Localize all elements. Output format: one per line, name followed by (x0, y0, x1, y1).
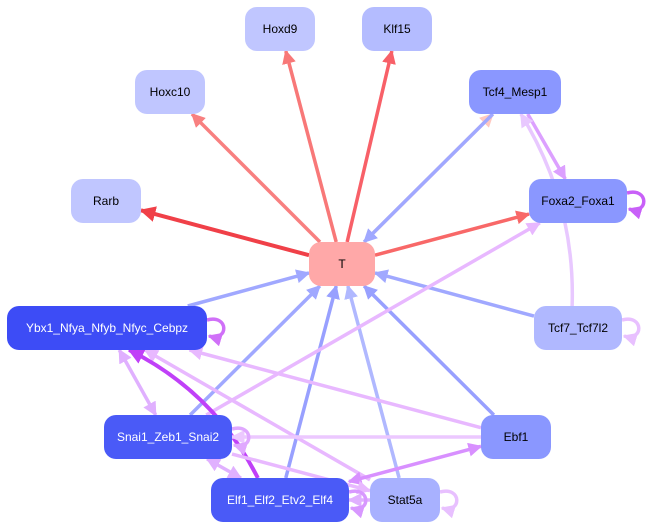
node-ybx1-box (7, 306, 207, 350)
edge-t-to-hoxc10 (190, 112, 322, 244)
edge-snai1-to-foxa2-foxa1 (205, 221, 541, 417)
edge-t-to-rarb (139, 206, 310, 258)
node-hoxc10[interactable]: Hoxc10 (135, 70, 205, 114)
edge-ebf1-to-ybx1 (188, 346, 482, 430)
edge-ybx1-to-t (187, 269, 311, 308)
node-snai1-label: Snai1_Zeb1_Snai2 (117, 430, 219, 444)
edge-tcf4-mesp1-to-t (362, 112, 495, 244)
node-elf1-label: Elf1_Elf2_Etv2_Elf4 (227, 493, 333, 507)
edge-t-to-klf15 (345, 49, 396, 243)
node-klf15-label: Klf15 (383, 22, 411, 36)
edge-tcf7-tcf7l2-to-t (373, 269, 535, 318)
node-tcf4-mesp1[interactable]: Tcf4_Mesp1 (469, 70, 561, 114)
edge-t-to-hoxd9 (282, 49, 338, 243)
node-hoxd9-box (245, 7, 315, 51)
node-foxa2-foxa1[interactable]: Foxa2_Foxa1 (529, 179, 627, 223)
edge-snai1-to-snai1 (231, 426, 251, 456)
node-t-box (309, 242, 375, 286)
node-ebf1-label: Ebf1 (504, 430, 529, 444)
edge-ebf1-to-t (362, 284, 496, 417)
node-ybx1[interactable]: Ybx1_Nfya_Nfyb_Nfyc_Cebpz (7, 306, 207, 350)
node-rarb-box (71, 179, 141, 223)
edge-elf1-to-ebf1 (347, 442, 483, 486)
node-snai1[interactable]: Snai1_Zeb1_Snai2 (104, 415, 232, 459)
node-ybx1-label: Ybx1_Nfya_Nfyb_Nfyc_Cebpz (26, 321, 188, 335)
edge-stat5a-to-ybx1 (143, 348, 371, 482)
node-tcf7-tcf7l2-box (534, 306, 622, 350)
node-tcf7-tcf7l2-label: Tcf7_Tcf7l2 (548, 321, 608, 335)
edge-snai1-to-elf1 (205, 457, 243, 480)
node-klf15[interactable]: Klf15 (362, 7, 432, 51)
node-t[interactable]: T (309, 242, 375, 286)
node-tcf7-tcf7l2[interactable]: Tcf7_Tcf7l2 (534, 306, 622, 350)
node-ebf1[interactable]: Ebf1 (481, 415, 551, 459)
edge-tcf4-mesp1-to-foxa2-foxa1 (526, 113, 567, 181)
edge-t-to-foxa2-foxa1 (374, 210, 531, 257)
node-hoxd9-label: Hoxd9 (263, 22, 298, 36)
node-t-label: T (338, 257, 346, 271)
node-stat5a-label: Stat5a (388, 493, 423, 507)
edge-stat5a-to-stat5a (439, 489, 459, 519)
edges-layer (117, 49, 646, 519)
node-snai1-box (104, 415, 232, 459)
node-stat5a[interactable]: Stat5a (370, 478, 440, 522)
edge-ybx1-to-ybx1 (206, 317, 226, 347)
edge-elf1-to-elf1 (348, 489, 368, 519)
edge-foxa2-foxa1-to-foxa2-foxa1 (626, 190, 646, 220)
node-foxa2-foxa1-box (529, 179, 627, 223)
edge-tcf7-tcf7l2-to-tcf7-tcf7l2 (621, 317, 641, 347)
node-tcf4-mesp1-label: Tcf4_Mesp1 (483, 85, 548, 99)
node-hoxd9[interactable]: Hoxd9 (245, 7, 315, 51)
node-elf1-box (211, 478, 349, 522)
node-ebf1-box (481, 415, 551, 459)
node-tcf4-mesp1-box (469, 70, 561, 114)
node-foxa2-foxa1-label: Foxa2_Foxa1 (541, 194, 615, 208)
edge-snai1-to-t (188, 284, 322, 417)
node-hoxc10-box (135, 70, 205, 114)
node-elf1[interactable]: Elf1_Elf2_Etv2_Elf4 (211, 478, 349, 522)
node-rarb[interactable]: Rarb (71, 179, 141, 223)
node-hoxc10-label: Hoxc10 (150, 85, 191, 99)
node-stat5a-box (370, 478, 440, 522)
edge-ybx1-to-snai1 (117, 348, 158, 417)
node-rarb-label: Rarb (93, 194, 119, 208)
node-klf15-box (362, 7, 432, 51)
